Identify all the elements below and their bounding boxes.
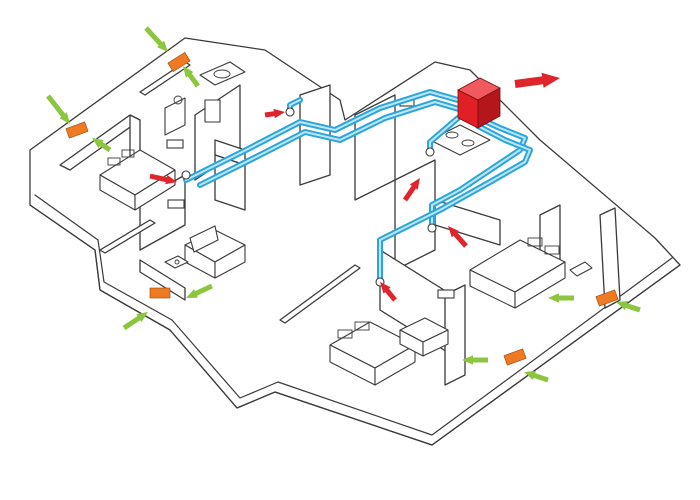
duct-pipe-highlight xyxy=(185,91,459,181)
red-arrow-icon xyxy=(264,108,285,119)
window-inlets xyxy=(65,52,619,366)
bed-lower xyxy=(329,321,416,386)
green-arrow-icon xyxy=(186,283,213,298)
wall-grille xyxy=(167,199,185,209)
wall-grille xyxy=(437,289,455,299)
red-arrow-icon xyxy=(448,226,468,248)
green-arrow-icon xyxy=(144,26,168,52)
red-arrow-icon xyxy=(514,72,560,88)
bathroom-fixtures xyxy=(164,61,246,136)
extract-valve xyxy=(425,147,435,157)
airflow-arrows xyxy=(46,26,641,383)
extract-valve xyxy=(181,170,191,180)
duct-network xyxy=(183,89,533,285)
window-vent-icon xyxy=(149,287,171,299)
green-arrow-icon xyxy=(462,355,488,365)
window-vent-icon xyxy=(167,52,191,72)
window-vent-icon xyxy=(65,121,89,139)
window-vent-icon xyxy=(503,348,527,366)
green-arrow-icon xyxy=(122,312,148,331)
floor-slab xyxy=(29,37,681,446)
side-table xyxy=(164,255,189,269)
window-vent-icon xyxy=(595,289,619,307)
extract-valve xyxy=(285,107,295,117)
duct-pipe-highlight xyxy=(379,125,531,283)
duct-pipe-highlight xyxy=(199,101,463,186)
red-arrow-icon xyxy=(402,178,420,202)
mvhr-unit-icon xyxy=(457,77,501,129)
bed-right xyxy=(469,237,593,309)
armchair-living xyxy=(184,225,246,279)
interior-walls xyxy=(59,61,621,386)
duct-pipe-highlight xyxy=(431,117,526,229)
green-arrow-icon xyxy=(548,293,574,303)
furniture xyxy=(99,61,593,386)
green-arrow-icon xyxy=(92,138,112,153)
green-arrow-icon xyxy=(46,94,70,124)
armchair-lower xyxy=(399,317,449,357)
wall-grille xyxy=(166,139,184,149)
terminal-valves xyxy=(181,107,437,287)
red-arrow-icon xyxy=(380,282,397,302)
floor-outline xyxy=(29,37,681,446)
green-arrow-icon xyxy=(183,66,200,88)
green-arrow-icon xyxy=(524,371,549,383)
red-arrow-icon xyxy=(149,173,177,185)
green-arrow-icon xyxy=(616,301,641,313)
supply-valve xyxy=(427,223,437,233)
